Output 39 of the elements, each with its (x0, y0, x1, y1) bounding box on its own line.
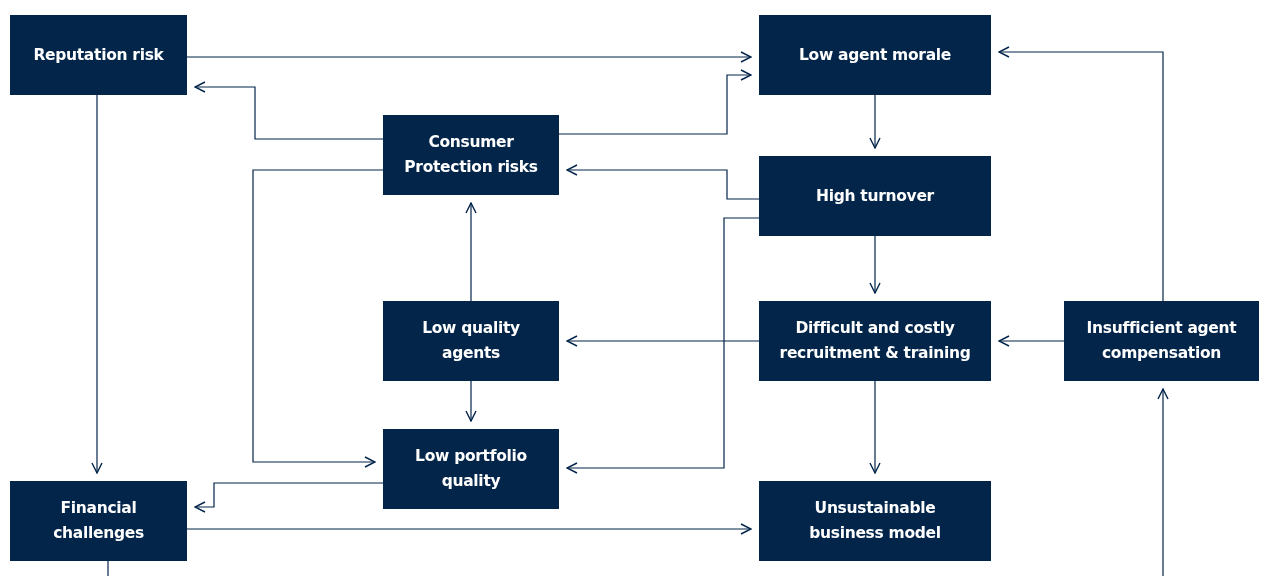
box-label: Low agent morale (798, 44, 952, 66)
process-box (383, 301, 559, 381)
box-label: Low portfolio quality (414, 446, 528, 492)
box-label: Unsustainable business model (808, 498, 942, 544)
arrow (998, 46, 1164, 302)
process-box (383, 115, 559, 195)
arrow (566, 335, 760, 347)
box-label: High turnover (816, 185, 934, 207)
process-box (759, 156, 991, 236)
process-box (759, 481, 991, 561)
arrow (186, 51, 752, 63)
process-box (759, 301, 991, 381)
arrow (1157, 388, 1169, 576)
arrow (566, 164, 760, 200)
process-box (10, 15, 187, 95)
arrow (998, 335, 1065, 347)
arrow (194, 482, 384, 513)
arrow (558, 69, 752, 135)
arrow (194, 81, 384, 140)
process-box (383, 429, 559, 509)
box-label: Low quality agents (421, 318, 521, 364)
box-label: Reputation risk (33, 44, 164, 66)
arrow (186, 523, 752, 535)
process-box (10, 481, 187, 561)
box-label: Consumer Protection risks (403, 132, 539, 178)
arrow (869, 235, 881, 294)
box-label: Insufficient agent compensation (1085, 318, 1238, 364)
arrow (465, 202, 477, 302)
arrow (252, 169, 384, 468)
box-label: Difficult and costly recruitment & training (778, 318, 972, 364)
connector-line (107, 560, 109, 576)
arrow (869, 380, 881, 474)
arrow (566, 217, 760, 474)
arrow (91, 94, 103, 474)
process-box (759, 15, 991, 95)
arrow (869, 94, 881, 149)
box-label: Financial challenges (52, 498, 145, 544)
process-box (1064, 301, 1259, 381)
arrow (465, 380, 477, 422)
